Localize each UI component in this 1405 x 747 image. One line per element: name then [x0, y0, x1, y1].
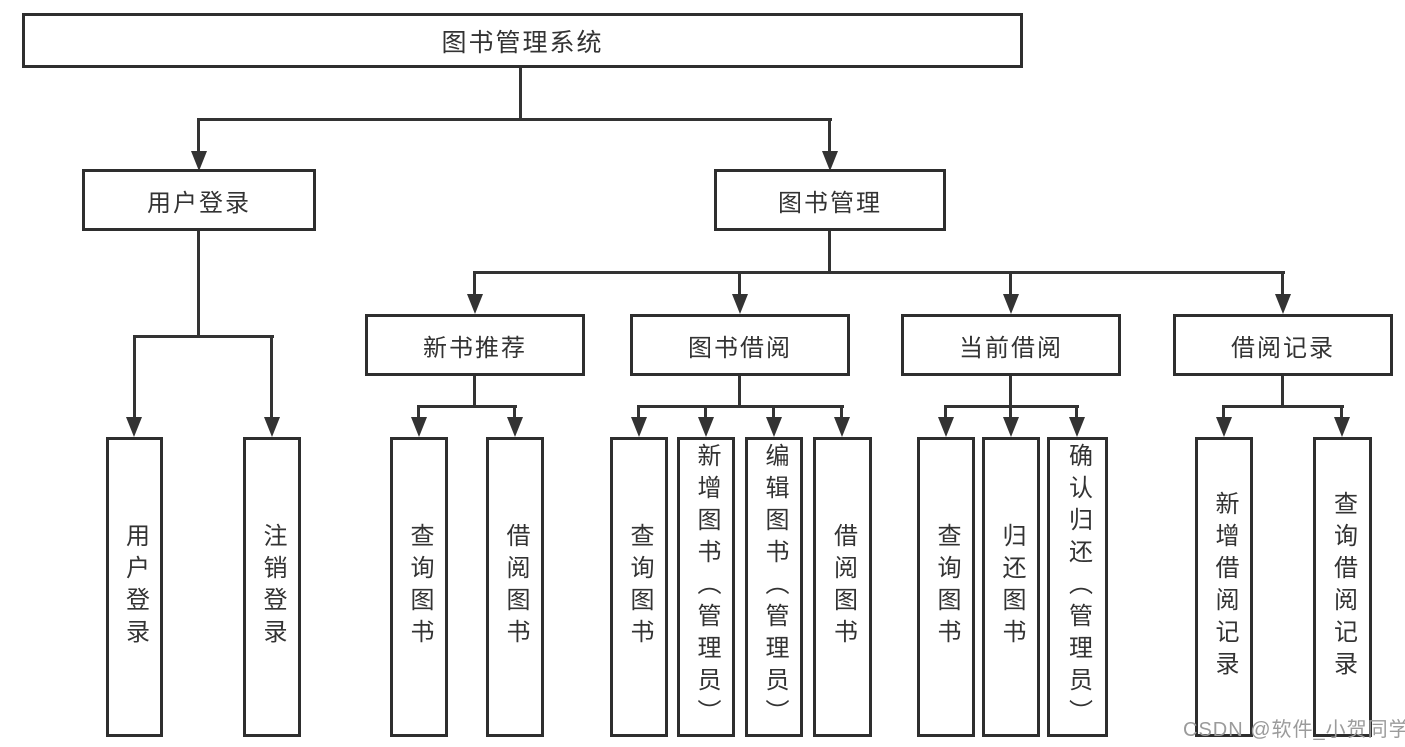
connector-vertical-line [1340, 405, 1343, 419]
leaf-return-book: 归还图书 [982, 437, 1040, 737]
arrowhead-down [1003, 417, 1019, 437]
arrowhead-down [467, 294, 483, 314]
node-label: 借阅图书 [829, 523, 857, 651]
node-label: 用户登录 [147, 189, 251, 217]
connector-vertical-line [270, 335, 273, 419]
connector-vertical-line [417, 405, 420, 419]
connector-vertical-line [133, 335, 136, 419]
leaf-query-book-borrowing: 查询图书 [610, 437, 668, 737]
connector-horizontal-line [417, 405, 517, 408]
connector-vertical-line [1075, 405, 1078, 419]
node-label: 图书管理系统 [441, 28, 604, 57]
leaf-query-book-current: 查询图书 [917, 437, 975, 737]
node-book-borrowing: 图书借阅 [630, 314, 850, 376]
csdn-watermark: CSDN @软件_小贺同学 [1183, 719, 1405, 741]
connector-vertical-line [1009, 271, 1012, 298]
node-label: 查询图书 [933, 523, 960, 651]
arrowhead-down [411, 417, 427, 437]
arrowhead-down [631, 417, 647, 437]
connector-vertical-line [1009, 405, 1012, 419]
connector-vertical-line [197, 118, 200, 153]
connector-vertical-line [473, 374, 476, 407]
arrowhead-down [766, 417, 782, 437]
node-user-login: 用户登录 [82, 169, 316, 231]
connector-vertical-line [772, 405, 775, 419]
leaf-borrow-book-borrowing: 借阅图书 [813, 437, 872, 737]
arrowhead-down [1216, 417, 1232, 437]
connector-horizontal-line [473, 271, 1285, 274]
connector-vertical-line [1222, 405, 1225, 419]
leaf-user-login: 用户登录 [106, 437, 163, 737]
node-book-management: 图书管理 [714, 169, 946, 231]
node-label: 查询图书 [626, 523, 653, 651]
connector-vertical-line [519, 66, 522, 120]
arrowhead-down [264, 417, 280, 437]
node-label: 图书借阅 [688, 334, 792, 362]
leaf-add-borrow-record: 新增借阅记录 [1195, 437, 1253, 737]
node-label: 图书管理 [778, 189, 882, 217]
node-label: 编辑图书（管理员） [761, 443, 788, 731]
arrowhead-down [732, 294, 748, 314]
connector-horizontal-line [1222, 405, 1344, 408]
leaf-add-book-admin: 新增图书（管理员） [677, 437, 735, 737]
leaf-query-borrow-record: 查询借阅记录 [1313, 437, 1372, 737]
leaf-query-book-recommend: 查询图书 [390, 437, 448, 737]
connector-vertical-line [828, 118, 831, 153]
connector-vertical-line [704, 405, 707, 419]
arrowhead-down [698, 417, 714, 437]
arrowhead-down [938, 417, 954, 437]
connector-vertical-line [197, 229, 200, 337]
connector-vertical-line [944, 405, 947, 419]
node-label: 归还图书 [998, 523, 1025, 651]
connector-vertical-line [513, 405, 516, 419]
node-current-borrowing: 当前借阅 [901, 314, 1121, 376]
node-borrowing-records: 借阅记录 [1173, 314, 1393, 376]
leaf-confirm-return-admin: 确认归还（管理员） [1047, 437, 1108, 737]
connector-vertical-line [473, 271, 476, 298]
connector-vertical-line [1281, 374, 1284, 407]
connector-horizontal-line [637, 405, 844, 408]
node-label: 查询图书 [406, 523, 433, 651]
connector-vertical-line [1281, 271, 1284, 298]
arrowhead-down [1003, 294, 1019, 314]
node-label: 注销登录 [259, 523, 286, 651]
arrowhead-down [126, 417, 142, 437]
connector-vertical-line [637, 405, 640, 419]
connector-horizontal-line [133, 335, 274, 338]
arrowhead-down [1334, 417, 1350, 437]
node-label: 确认归还（管理员） [1064, 443, 1092, 731]
arrowhead-down [507, 417, 523, 437]
connector-horizontal-line [198, 118, 832, 121]
connector-vertical-line [840, 405, 843, 419]
node-label: 新书推荐 [423, 334, 527, 362]
connector-vertical-line [738, 374, 741, 407]
node-library-management-system: 图书管理系统 [22, 13, 1023, 68]
connector-vertical-line [828, 229, 831, 273]
leaf-borrow-book-recommend: 借阅图书 [486, 437, 544, 737]
arrowhead-down [1069, 417, 1085, 437]
arrowhead-down [822, 151, 838, 171]
arrowhead-down [834, 417, 850, 437]
node-label: 新增图书（管理员） [693, 443, 720, 731]
node-label: 当前借阅 [959, 334, 1063, 362]
node-label: 借阅记录 [1231, 334, 1335, 362]
connector-vertical-line [1009, 374, 1012, 407]
arrowhead-down [191, 151, 207, 171]
node-label: 查询借阅记录 [1329, 491, 1357, 683]
leaf-edit-book-admin: 编辑图书（管理员） [745, 437, 803, 737]
node-new-book-recommend: 新书推荐 [365, 314, 585, 376]
node-label: 借阅图书 [502, 523, 529, 651]
arrowhead-down [1275, 294, 1291, 314]
connector-vertical-line [738, 271, 741, 298]
leaf-logout: 注销登录 [243, 437, 301, 737]
node-label: 新增借阅记录 [1211, 491, 1238, 683]
node-label: 用户登录 [121, 523, 149, 651]
